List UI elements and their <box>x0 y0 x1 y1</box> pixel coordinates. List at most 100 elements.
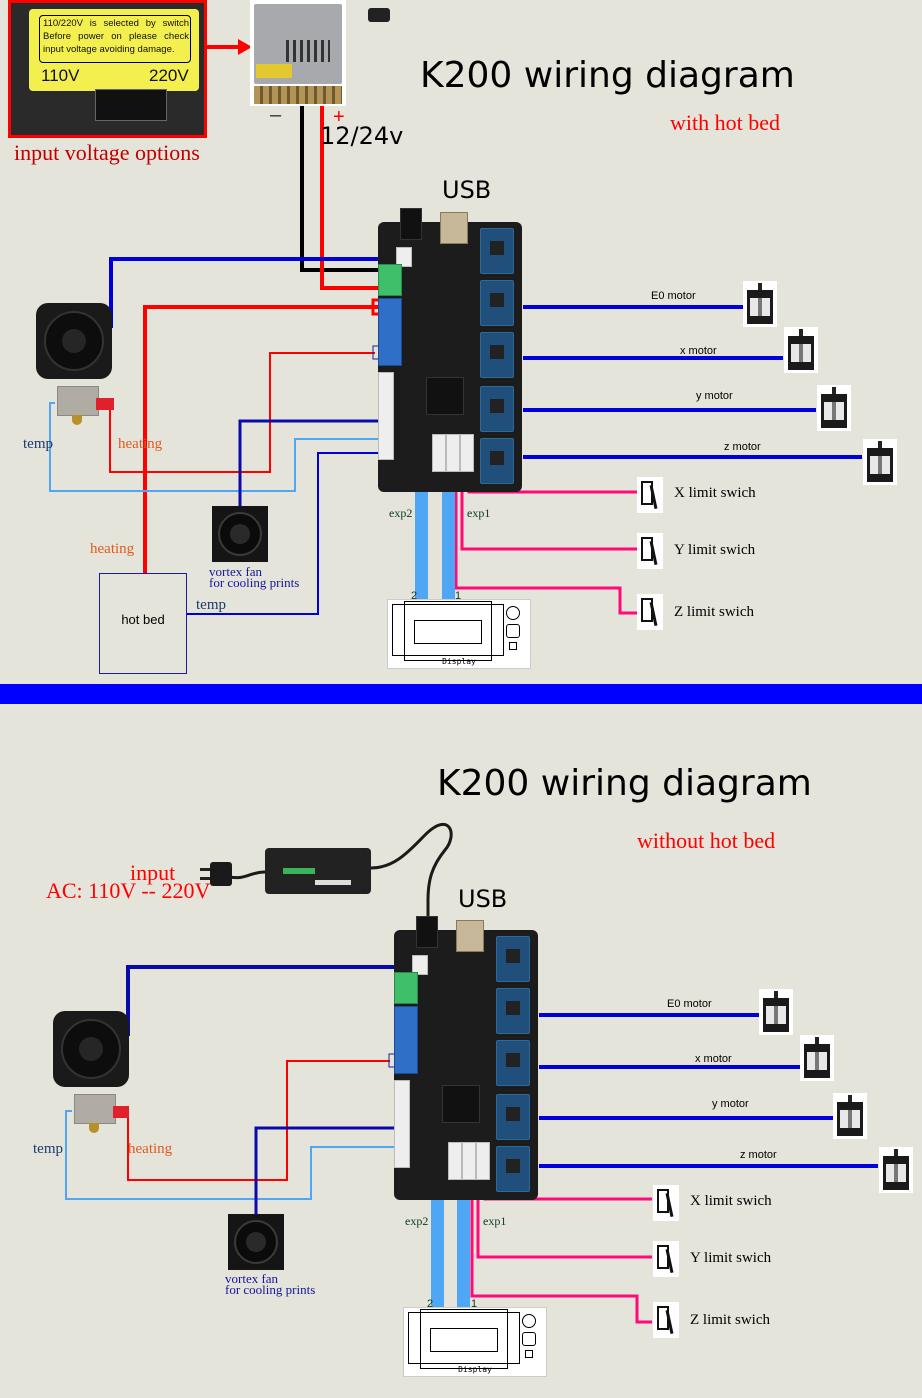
diagram-title-2: K200 wiring diagram <box>437 763 812 804</box>
mcu-chip <box>426 377 464 415</box>
hotbed-temp-wire <box>187 452 392 615</box>
lcd-screen <box>414 620 482 644</box>
z-motor-label: z motor <box>724 441 761 453</box>
reset-icon <box>525 1350 533 1358</box>
pin-1-label-2: 1 <box>471 1298 478 1310</box>
heater-block-icon <box>57 386 99 416</box>
dc-jack <box>400 208 422 240</box>
input-voltage-photo: 110/220V is selected by switch Before po… <box>8 0 207 138</box>
psu-positive-wire <box>320 96 392 290</box>
x-motor-icon-2 <box>800 1035 834 1081</box>
voltage-warning-label: 110/220V is selected by switch Before po… <box>29 9 199 91</box>
adapter-plug-prong-icon <box>200 877 212 880</box>
output-terminals <box>378 298 402 366</box>
e0-motor-icon-2 <box>759 989 793 1035</box>
nozzle-icon <box>72 415 82 425</box>
psu-positive-label: + <box>333 106 345 128</box>
nozzle-icon-2 <box>89 1123 99 1133</box>
lcd-display: Display <box>387 599 531 669</box>
y-limit-switch-label-2: Y limit swich <box>690 1250 772 1266</box>
exp2-ribbon <box>415 492 428 602</box>
pin-2-label-2: 2 <box>427 1298 434 1310</box>
power-supply-unit <box>250 0 346 106</box>
fan-connector <box>396 247 412 267</box>
stepper-driver <box>480 228 514 274</box>
reset-icon <box>509 642 517 650</box>
vortex-fan-wire <box>238 419 392 506</box>
sensor-connectors <box>378 372 394 460</box>
usb-port <box>456 920 484 952</box>
adapter-input-cable <box>229 870 266 880</box>
vortex-fan-icon-2 <box>228 1214 284 1270</box>
adapter-output-cable <box>370 822 453 920</box>
heater-block-icon-2 <box>74 1094 116 1124</box>
section-divider <box>0 684 922 704</box>
vortex-fan-label: vortex fan for cooling prints <box>209 564 299 589</box>
warning-text-box <box>39 15 191 63</box>
hotend-fan-icon <box>36 303 112 379</box>
x-motor-label-2: x motor <box>695 1053 732 1065</box>
hotend-heating-wire <box>109 352 375 473</box>
power-plug-icon <box>368 8 390 22</box>
vortex-fan-label-line1: vortex fan <box>209 564 263 579</box>
display-label: Display <box>442 657 476 666</box>
psu-vent <box>286 40 330 62</box>
adapter-plug-prong-icon <box>200 868 212 871</box>
hotend-fan-wire-2 <box>126 965 412 1036</box>
pin-2-label: 2 <box>411 590 418 602</box>
mcu-chip <box>442 1085 480 1123</box>
sensor-connectors <box>394 1080 410 1168</box>
encoder-knob-icon <box>506 606 520 620</box>
dc-jack <box>416 916 438 948</box>
y-limit-switch-icon <box>637 533 663 569</box>
option-220v: 220V <box>149 66 189 85</box>
usb-label: USB <box>442 176 492 204</box>
stepper-driver <box>480 386 514 432</box>
option-110v: 110V <box>41 66 80 85</box>
stepper-driver <box>480 332 514 378</box>
input-range-label: AC: 110V -- 220V <box>46 878 211 903</box>
usb-label-2: USB <box>458 885 508 913</box>
psu-negative-wire <box>300 96 392 272</box>
e0-motor-icon <box>743 281 777 327</box>
power-adapter <box>265 848 371 894</box>
z-motor-label-2: z motor <box>740 1149 777 1161</box>
y-limit-switch-label: Y limit swich <box>674 542 756 558</box>
x-motor-label: x motor <box>680 345 717 357</box>
mainboard-2 <box>394 916 538 1200</box>
display-label-2: Display <box>458 1365 492 1374</box>
mainboard <box>378 208 522 492</box>
z-limit-switch-icon <box>637 594 663 630</box>
heater-cartridge-icon-2 <box>113 1106 129 1118</box>
vortex-fan-icon <box>212 506 268 562</box>
power-terminal <box>394 972 418 1004</box>
exp1-ribbon-2 <box>457 1200 470 1310</box>
vortex-fan-wire-2 <box>254 1126 400 1214</box>
stepper-driver <box>480 438 514 484</box>
x-limit-switch-icon-2 <box>653 1185 679 1221</box>
endstop-connector <box>448 1142 462 1180</box>
y-motor-label-2: y motor <box>712 1098 749 1110</box>
x-limit-switch-label-2: X limit swich <box>690 1193 772 1209</box>
warning-text: 110/220V is selected by switch Before po… <box>43 18 189 55</box>
stepper-driver <box>496 1040 530 1086</box>
button-icon <box>522 1332 536 1346</box>
y-motor-icon-2 <box>833 1093 867 1139</box>
z-motor-icon <box>863 439 897 485</box>
exp2-label-2: exp2 <box>405 1214 429 1228</box>
adapter-plug-icon <box>210 862 232 886</box>
z-limit-switch-label: Z limit swich <box>674 604 754 620</box>
hotend-fan-icon-2 <box>53 1011 129 1087</box>
hotbed-temp-label: temp <box>196 597 226 613</box>
hotbed-heating-wire <box>143 305 378 573</box>
output-terminals <box>394 1006 418 1074</box>
input-voltage-caption: input voltage options <box>14 140 200 165</box>
hotend-temp-wire-2 <box>65 1110 400 1200</box>
stepper-driver <box>496 936 530 982</box>
stepper-driver <box>496 1146 530 1192</box>
exp1-ribbon <box>442 492 455 602</box>
psu-negative-label: – <box>270 104 282 126</box>
hotend-heating-label: heating <box>118 436 163 452</box>
vortex-fan-label-line2: for cooling prints <box>225 1282 316 1297</box>
